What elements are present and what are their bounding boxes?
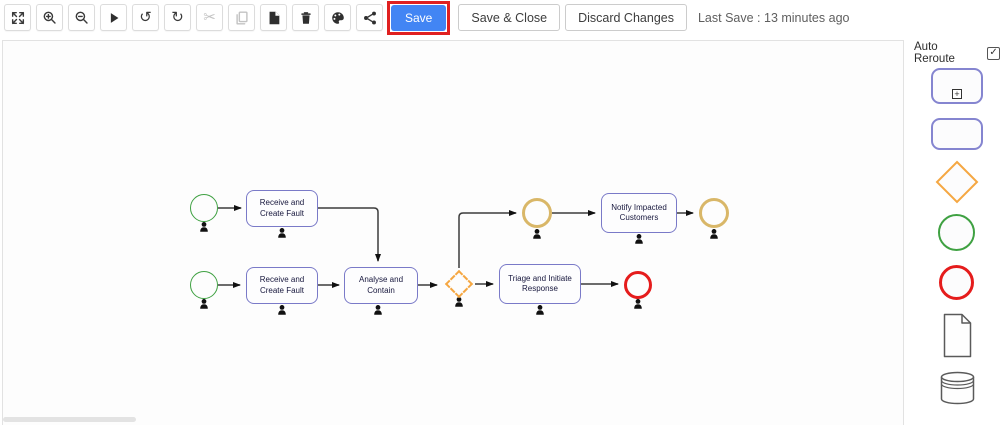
save-button-wrapper: Save — [387, 0, 451, 35]
copy-icon — [235, 11, 248, 24]
save-button[interactable]: Save — [391, 4, 447, 31]
palette-subprocess-shape[interactable]: + — [931, 68, 983, 104]
task-rectangle — [931, 118, 983, 150]
toolbar: ↺ ↻ ✂ — [4, 0, 850, 35]
sequence-flows — [218, 205, 694, 288]
end-event[interactable] — [624, 271, 652, 299]
trash-icon — [300, 11, 311, 24]
task-receive-create-fault-1[interactable]: Receive and Create Fault — [246, 190, 318, 227]
task-receive-create-fault-2[interactable]: Receive and Create Fault — [246, 267, 318, 304]
person-icon — [634, 299, 642, 309]
person-icon — [200, 222, 208, 232]
share-icon — [363, 11, 376, 24]
play-button[interactable] — [100, 4, 127, 31]
palette-icon — [331, 11, 344, 24]
task-notify-impacted-customers[interactable]: Notify Impacted Customers — [601, 193, 677, 233]
palette-task-shape[interactable] — [931, 118, 983, 150]
palette-button[interactable] — [324, 4, 351, 31]
palette-datastore-shape[interactable] — [940, 371, 975, 410]
cut-icon: ✂ — [203, 9, 216, 26]
undo-button[interactable]: ↺ — [132, 4, 159, 31]
subprocess-rectangle: + — [931, 68, 983, 104]
intermediate-event-1[interactable] — [522, 198, 552, 228]
palette-start-event-shape[interactable] — [938, 214, 975, 251]
share-button[interactable] — [356, 4, 383, 31]
database-cylinder-icon — [940, 371, 975, 405]
gateway-diamond-icon — [935, 160, 979, 204]
person-icon — [536, 305, 544, 315]
subprocess-plus-icon: + — [952, 89, 962, 99]
zoom-out-icon — [75, 11, 88, 24]
fit-to-screen-icon — [11, 11, 24, 24]
start-event-2[interactable] — [190, 271, 218, 299]
last-save-status: Last Save : 13 minutes ago — [697, 10, 850, 25]
person-icon — [278, 305, 286, 315]
paste-button[interactable] — [260, 4, 287, 31]
person-icon — [533, 229, 541, 239]
person-icon — [278, 228, 286, 238]
discard-changes-button[interactable]: Discard Changes — [565, 4, 687, 31]
save-and-close-button[interactable]: Save & Close — [458, 4, 561, 31]
flow-gateway-event1[interactable] — [458, 210, 517, 268]
zoom-out-button[interactable] — [68, 4, 95, 31]
redo-icon: ↻ — [171, 9, 184, 26]
palette-end-event-shape[interactable] — [939, 265, 974, 300]
connector-layer — [200, 205, 718, 315]
zoom-in-icon — [43, 11, 56, 24]
auto-reroute-control: Auto Reroute ✓ — [914, 41, 1000, 65]
person-icon — [455, 297, 463, 307]
person-icon — [200, 299, 208, 309]
palette-gateway-shape[interactable] — [935, 160, 979, 209]
zoom-in-button[interactable] — [36, 4, 63, 31]
person-icon — [710, 229, 718, 239]
cut-button[interactable]: ✂ — [196, 4, 223, 31]
play-icon — [110, 12, 118, 23]
auto-reroute-label: Auto Reroute — [914, 41, 955, 65]
copy-button[interactable] — [228, 4, 255, 31]
palette-document-shape[interactable] — [943, 313, 972, 363]
delete-button[interactable] — [292, 4, 319, 31]
auto-reroute-checkbox[interactable]: ✓ — [987, 46, 1000, 60]
diagram-canvas[interactable]: Receive and Create Fault Receive and Cre… — [2, 40, 904, 425]
person-icon — [635, 234, 643, 244]
task-triage-and-initiate-response[interactable]: Triage and Initiate Response — [499, 264, 581, 304]
horizontal-scrollbar[interactable] — [3, 417, 136, 422]
task-analyse-and-contain[interactable]: Analyse and Contain — [344, 267, 418, 304]
checkmark-icon: ✓ — [989, 47, 998, 58]
flow-receive1-analyse[interactable] — [318, 207, 381, 262]
start-event-1[interactable] — [190, 194, 218, 222]
fit-to-screen-button[interactable] — [4, 4, 31, 31]
paste-icon — [269, 11, 279, 24]
person-icon — [374, 305, 382, 315]
undo-icon: ↺ — [139, 9, 152, 26]
document-icon — [943, 313, 972, 358]
shape-palette: Auto Reroute ✓ + — [905, 40, 1000, 426]
redo-button[interactable]: ↻ — [164, 4, 191, 31]
intermediate-event-2[interactable] — [699, 198, 729, 228]
